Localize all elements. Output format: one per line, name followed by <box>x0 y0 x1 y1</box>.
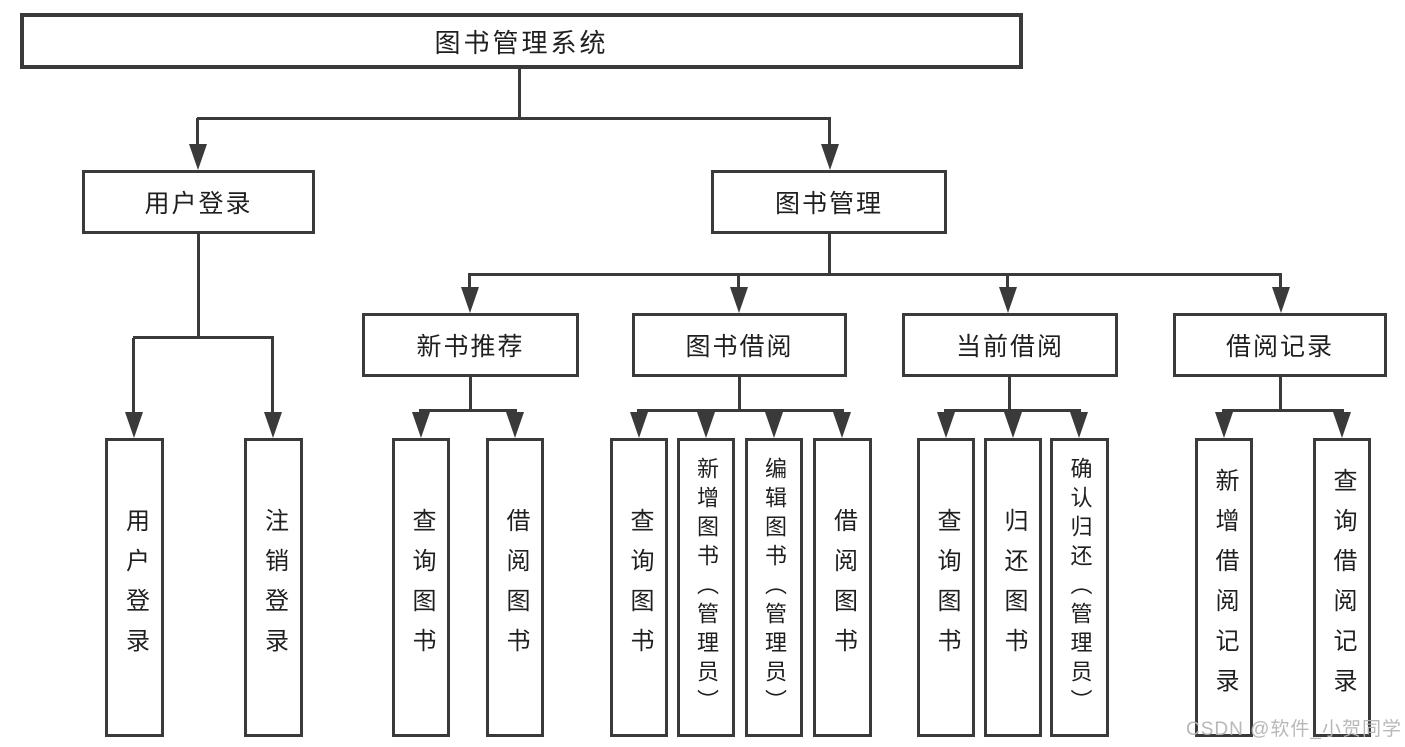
connector-line <box>738 377 741 409</box>
connector-line <box>1008 377 1011 409</box>
connector-line <box>1222 409 1344 412</box>
connector-line <box>468 273 1282 276</box>
leaf-label: 归还图书 <box>1000 507 1027 668</box>
node-borrow-records: 借阅记录 <box>1173 313 1387 377</box>
node-label: 图书管理 <box>774 190 883 218</box>
arrow-down-icon <box>1272 276 1290 313</box>
leaf-label: 新增借阅记录 <box>1211 467 1238 708</box>
connector-line <box>469 377 472 409</box>
arrow-down-icon <box>999 276 1017 313</box>
arrow-down-icon <box>1004 411 1022 438</box>
leaf-return-book: 归还图书 <box>984 438 1042 737</box>
node-label: 图书管理系统 <box>434 27 609 58</box>
leaf-label: 查询图书 <box>408 507 435 668</box>
leaf-confirm-return-admin: 确认归还（管理员） <box>1050 438 1109 737</box>
leaf-label: 查询图书 <box>626 507 653 668</box>
connector-line <box>419 409 517 412</box>
arrow-down-icon <box>506 411 524 438</box>
leaf-label: 借阅图书 <box>502 507 529 668</box>
node-book-borrow: 图书借阅 <box>632 313 847 377</box>
watermark: CSDN @软件_小贺同学 <box>1186 719 1402 740</box>
leaf-borrow-books-recommend: 借阅图书 <box>486 438 544 737</box>
node-current-borrow: 当前借阅 <box>902 313 1118 377</box>
leaf-user-login: 用户登录 <box>105 438 164 737</box>
node-label: 用户登录 <box>144 190 253 218</box>
node-label: 当前借阅 <box>955 333 1064 361</box>
leaf-label: 新增图书（管理员） <box>694 457 719 718</box>
node-label: 新书推荐 <box>416 333 525 361</box>
connector-line <box>133 336 274 339</box>
node-new-book-recommend: 新书推荐 <box>362 313 579 377</box>
leaf-label: 查询图书 <box>933 507 960 668</box>
connector-line <box>197 117 831 120</box>
connector-line <box>1279 377 1282 409</box>
arrow-down-icon <box>125 338 143 438</box>
node-user-login: 用户登录 <box>82 170 315 234</box>
leaf-add-book-admin: 新增图书（管理员） <box>677 438 735 737</box>
leaf-query-books-recommend: 查询图书 <box>392 438 450 737</box>
arrow-down-icon <box>461 276 479 313</box>
leaf-label: 注销登录 <box>260 507 288 668</box>
arrow-down-icon <box>189 118 207 170</box>
leaf-label: 用户登录 <box>121 507 149 668</box>
leaf-query-books-current: 查询图书 <box>917 438 975 737</box>
leaf-logout: 注销登录 <box>244 438 303 737</box>
leaf-query-books-borrow: 查询图书 <box>610 438 668 737</box>
arrow-down-icon <box>821 118 839 170</box>
arrow-down-icon <box>697 411 715 438</box>
leaf-borrow-books: 借阅图书 <box>813 438 872 737</box>
leaf-edit-book-admin: 编辑图书（管理员） <box>745 438 803 737</box>
leaf-add-borrow-record: 新增借阅记录 <box>1195 438 1253 737</box>
arrow-down-icon <box>765 411 783 438</box>
node-book-management: 图书管理 <box>711 170 947 234</box>
arrow-down-icon <box>730 276 748 313</box>
connector-line <box>828 234 831 275</box>
arrow-down-icon <box>937 411 955 438</box>
leaf-query-borrow-record: 查询借阅记录 <box>1313 438 1371 737</box>
leaf-label: 借阅图书 <box>829 507 857 668</box>
leaf-label: 确认归还（管理员） <box>1067 457 1093 718</box>
arrow-down-icon <box>1215 411 1233 438</box>
node-root: 图书管理系统 <box>20 13 1023 69</box>
connector-line <box>518 69 521 118</box>
connector-line <box>197 234 200 336</box>
arrow-down-icon <box>412 411 430 438</box>
connector-line <box>944 409 1081 412</box>
arrow-down-icon <box>1333 411 1351 438</box>
node-label: 图书借阅 <box>685 333 794 361</box>
arrow-down-icon <box>264 338 282 438</box>
node-label: 借阅记录 <box>1225 333 1334 361</box>
connector-line <box>637 409 844 412</box>
leaf-label: 查询借阅记录 <box>1329 467 1356 708</box>
leaf-label: 编辑图书（管理员） <box>762 457 787 718</box>
arrow-down-icon <box>630 411 648 438</box>
arrow-down-icon <box>1070 411 1088 438</box>
arrow-down-icon <box>833 411 851 438</box>
